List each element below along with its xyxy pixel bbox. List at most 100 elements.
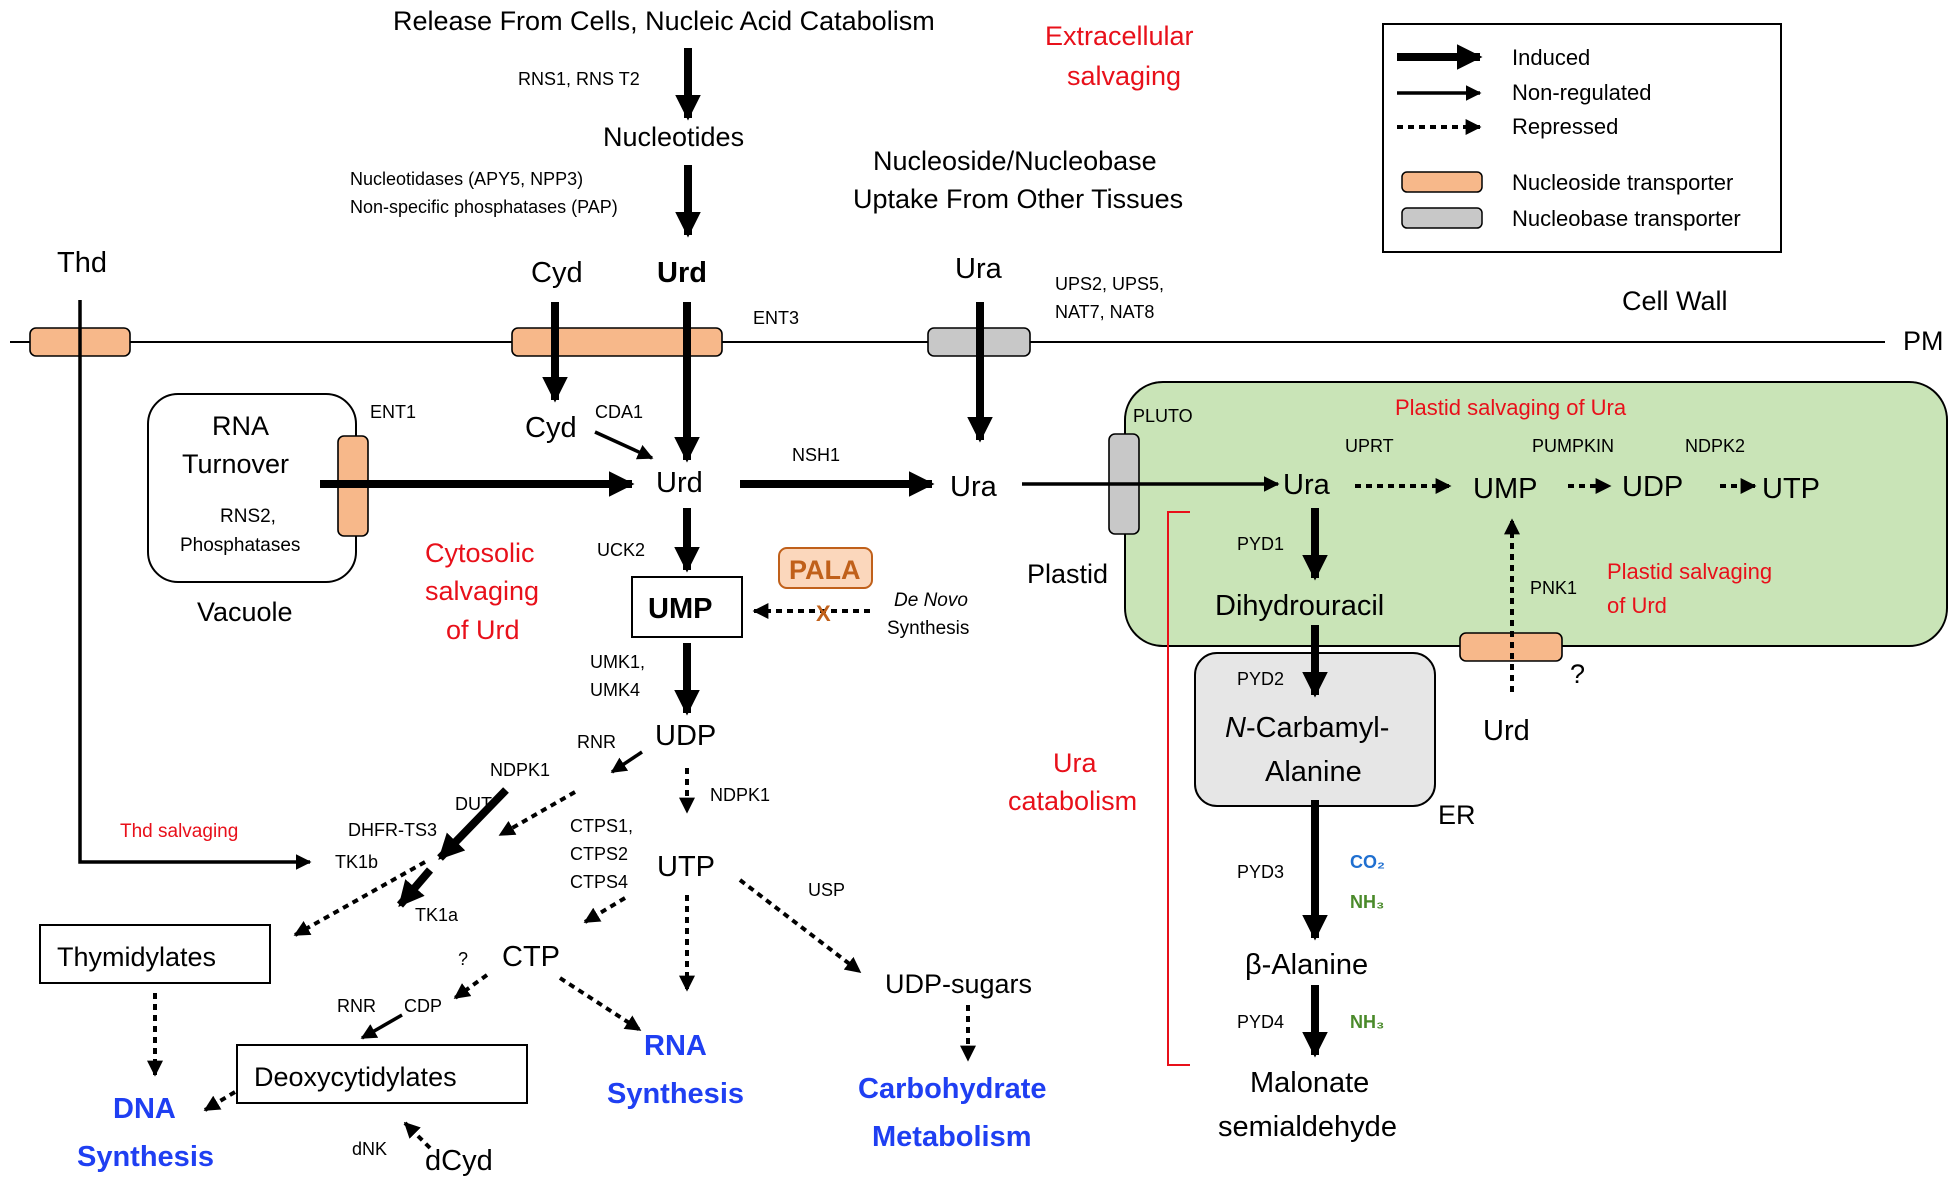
- label-ctps-line3: CTPS4: [570, 872, 628, 892]
- label-utp-plastid: UTP: [1762, 473, 1820, 505]
- label-dhfr-ts3: DHFR-TS3: [348, 820, 437, 840]
- label-uck2: UCK2: [597, 540, 645, 560]
- label-ctps-line1: CTPS1,: [570, 816, 633, 836]
- label-carb-line1: Carbohydrate: [858, 1073, 1047, 1105]
- legend-induced-label: Induced: [1512, 45, 1590, 70]
- label-malonate-line2: semialdehyde: [1218, 1111, 1397, 1143]
- label-cytosolic-line1: Cytosolic: [425, 538, 535, 568]
- label-dnk: dNK: [352, 1139, 387, 1159]
- legend-nucleobase-swatch: [1401, 207, 1483, 229]
- label-pyd2: PYD2: [1237, 669, 1284, 689]
- label-rnr-top: RNR: [577, 732, 616, 752]
- arrow-utp-to-ctp: [583, 896, 627, 924]
- label-nh3-second: NH₃: [1350, 1012, 1384, 1032]
- arrow-tk1a-induced: [396, 867, 434, 908]
- label-uptake-line1: Nucleoside/Nucleobase: [873, 146, 1157, 176]
- label-plastid-ura-title: Plastid salvaging of Ura: [1395, 395, 1627, 420]
- label-nucleotidases-line2: Non-specific phosphatases (PAP): [350, 197, 618, 217]
- label-cyd-extracellular: Cyd: [531, 257, 583, 289]
- label-cytosolic-line3: of Urd: [446, 615, 520, 645]
- label-pluto: PLUTO: [1133, 406, 1193, 426]
- label-pumpkin: PUMPKIN: [1532, 436, 1614, 456]
- label-nucleotidases-line1: Nucleotidases (APY5, NPP3): [350, 169, 583, 189]
- arrow-cyd-to-urd: [594, 430, 654, 460]
- label-rna-turnover-line1: RNA: [212, 411, 269, 441]
- arrow-ctp-to-rna-synthesis: [558, 976, 642, 1032]
- label-cdp: CDP: [404, 996, 442, 1016]
- label-ups-line1: UPS2, UPS5,: [1055, 274, 1164, 294]
- arrow-thd-salvaging: [78, 300, 312, 870]
- label-utp: UTP: [657, 851, 715, 883]
- label-ura-cytosolic: Ura: [950, 471, 998, 503]
- label-alanine: Alanine: [1265, 756, 1362, 788]
- label-rns-enzymes: RNS1, RNS T2: [518, 69, 640, 89]
- label-ura-extracellular: Ura: [955, 253, 1003, 285]
- arrow-udp-to-ndp-rnr: [610, 750, 643, 774]
- label-nh3-first: NH₃: [1350, 892, 1384, 912]
- label-cda1: CDA1: [595, 402, 643, 422]
- label-extracellular-line2: salvaging: [1067, 61, 1181, 91]
- label-pm: PM: [1903, 326, 1944, 356]
- label-question-ctp: ?: [458, 949, 468, 969]
- label-urd-plastid: Urd: [1483, 715, 1530, 747]
- label-ups-line2: NAT7, NAT8: [1055, 302, 1154, 322]
- label-udp-plastid: UDP: [1622, 471, 1683, 503]
- ump-box: [631, 576, 743, 638]
- label-pala: PALA: [789, 555, 861, 585]
- label-pyd1: PYD1: [1237, 534, 1284, 554]
- label-ent3: ENT3: [753, 308, 799, 328]
- label-cyd-cytosolic: Cyd: [525, 412, 577, 444]
- label-ctp: CTP: [502, 941, 560, 973]
- label-er: ER: [1438, 800, 1476, 830]
- label-dcyd: dCyd: [425, 1145, 493, 1177]
- label-nucleotides: Nucleotides: [603, 122, 744, 152]
- pala-box: [778, 547, 873, 589]
- label-rns2-line2: Phosphatases: [180, 535, 300, 556]
- label-de-novo-line2: Synthesis: [887, 618, 969, 639]
- label-thd: Thd: [57, 247, 107, 279]
- arrow-cdp-to-deoxycytidylates: [360, 1013, 403, 1040]
- label-umk-line2: UMK4: [590, 680, 640, 700]
- label-plastid: Plastid: [1027, 559, 1108, 589]
- label-ura-catabolism-line2: catabolism: [1008, 786, 1137, 816]
- ent3-nucleoside-transporter: [511, 327, 723, 357]
- label-nsh1: NSH1: [792, 445, 840, 465]
- deoxycytidylates-box: [236, 1044, 528, 1104]
- label-ctps-line2: CTPS2: [570, 844, 628, 864]
- label-extracellular-line1: Extracellular: [1045, 21, 1194, 51]
- label-ndpk2: NDPK2: [1685, 436, 1745, 456]
- label-co2: CO₂: [1350, 852, 1385, 872]
- label-thd-salvaging: Thd salvaging: [120, 821, 238, 842]
- label-question-urd: ?: [1570, 659, 1585, 689]
- thymidylates-box: [39, 924, 271, 984]
- label-dihydrouracil: Dihydrouracil: [1215, 590, 1384, 622]
- label-uprt: UPRT: [1345, 436, 1394, 456]
- label-usp: USP: [808, 880, 845, 900]
- label-ent1: ENT1: [370, 402, 416, 422]
- label-tk1b: TK1b: [335, 852, 378, 872]
- label-urd-cytosolic: Urd: [656, 467, 703, 499]
- label-top-source: Release From Cells, Nucleic Acid Catabol…: [393, 6, 935, 36]
- legend-non-regulated-label: Non-regulated: [1512, 80, 1651, 105]
- label-deoxycytidylates: Deoxycytidylates: [254, 1062, 457, 1092]
- label-ndpk1-left: NDPK1: [490, 760, 550, 780]
- label-udp: UDP: [655, 720, 716, 752]
- label-rna-synthesis-line1: RNA: [644, 1030, 707, 1062]
- arrow-deoxycytidylates-to-dna: [203, 1090, 237, 1112]
- label-carb-line2: Metabolism: [872, 1121, 1032, 1153]
- legend-repressed-label: Repressed: [1512, 114, 1618, 139]
- label-dut: DUT: [455, 794, 492, 814]
- label-umk-line1: UMK1,: [590, 652, 645, 672]
- label-pala-inhibition-x: X: [816, 601, 831, 626]
- label-ura-catabolism-line1: Ura: [1053, 748, 1097, 778]
- label-urd-extracellular: Urd: [657, 257, 707, 289]
- arrow-tk1b-to-thymidylates: [293, 860, 426, 937]
- label-rns2-line1: RNS2,: [220, 506, 276, 527]
- label-plastid-urd-line2: of Urd: [1607, 593, 1667, 618]
- label-malonate-line1: Malonate: [1250, 1067, 1369, 1099]
- label-pnk1: PNK1: [1530, 578, 1577, 598]
- arrow-ctp-to-cdp: [453, 973, 489, 1000]
- label-cell-wall: Cell Wall: [1622, 286, 1728, 316]
- label-n-carbamyl: N-Carbamyl-: [1225, 712, 1389, 744]
